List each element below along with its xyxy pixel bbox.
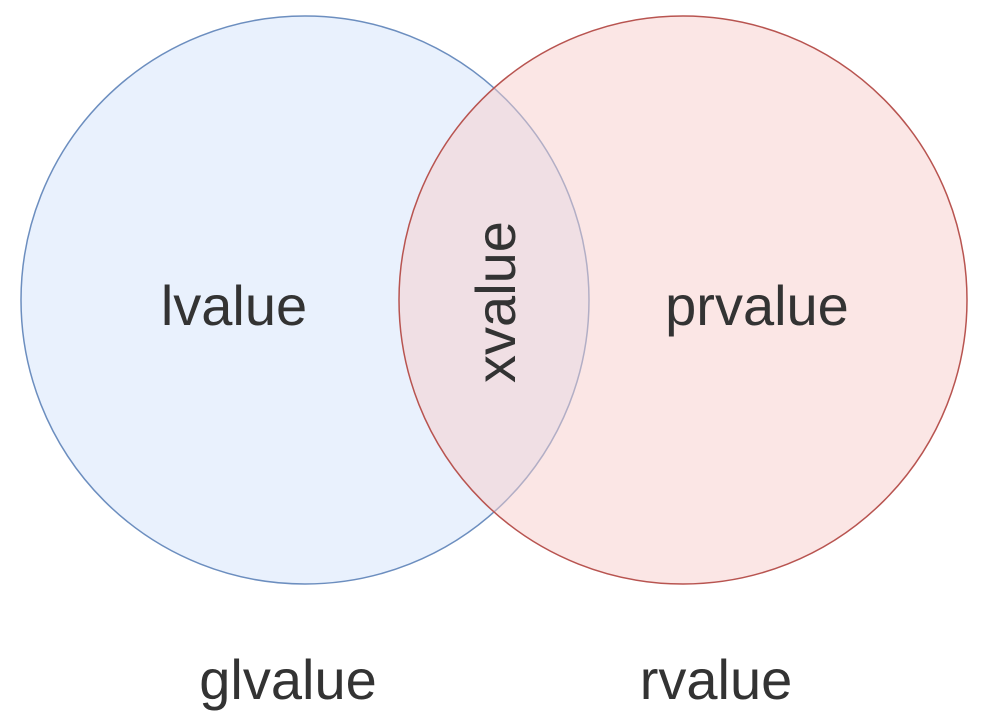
right-circle bbox=[398, 15, 968, 585]
xvalue-label: xvalue bbox=[464, 221, 527, 383]
lvalue-label: lvalue bbox=[161, 274, 307, 337]
rvalue-label: rvalue bbox=[640, 648, 793, 711]
glvalue-label: glvalue bbox=[199, 648, 376, 711]
prvalue-label: prvalue bbox=[665, 274, 849, 337]
